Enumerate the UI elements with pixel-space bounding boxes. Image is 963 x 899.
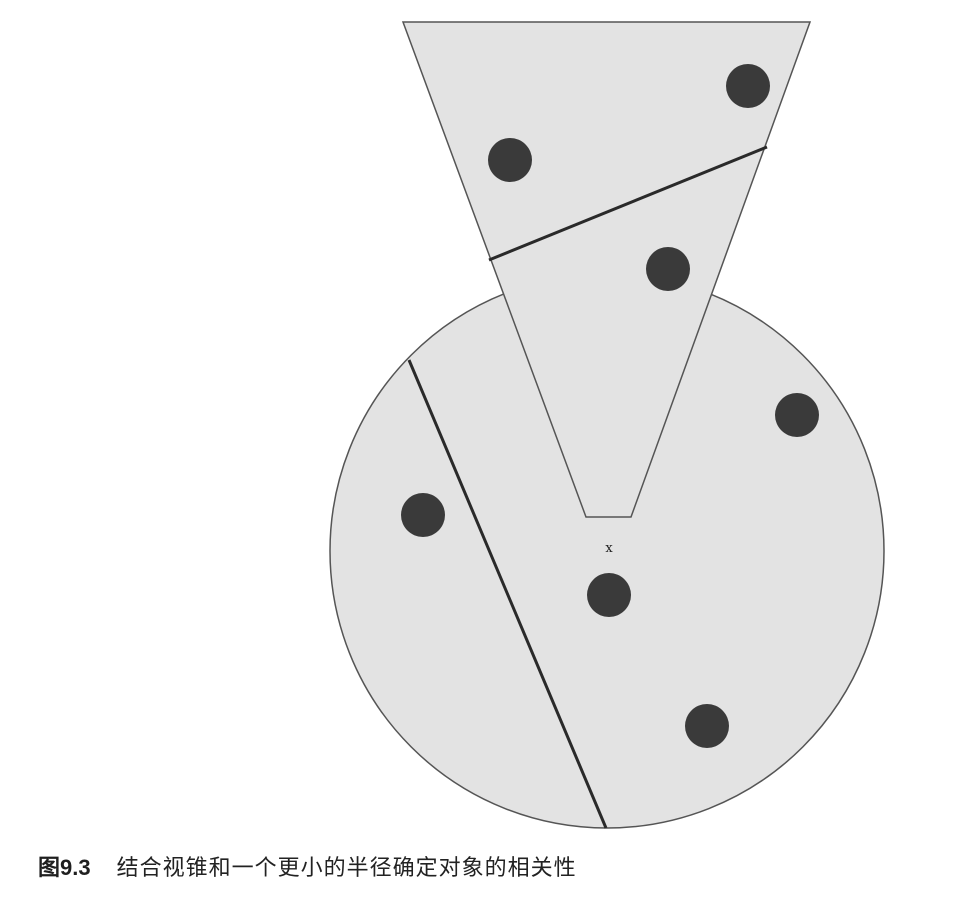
figure-caption-text: 结合视锥和一个更小的半径确定对象的相关性 xyxy=(116,856,577,881)
object-dot xyxy=(646,247,690,291)
object-dot xyxy=(488,138,532,182)
object-dot xyxy=(401,493,445,537)
object-dot xyxy=(726,64,770,108)
figure-caption: 图9.3 结合视锥和一个更小的半径确定对象的相关性 xyxy=(38,846,577,886)
figure-number: 图9.3 xyxy=(38,855,91,880)
object-dot xyxy=(587,573,631,617)
viewer-position-label: x xyxy=(605,541,613,556)
object-dot xyxy=(775,393,819,437)
object-dot xyxy=(685,704,729,748)
circle-divider-line xyxy=(407,359,608,829)
frustum-divider-line xyxy=(488,145,768,262)
